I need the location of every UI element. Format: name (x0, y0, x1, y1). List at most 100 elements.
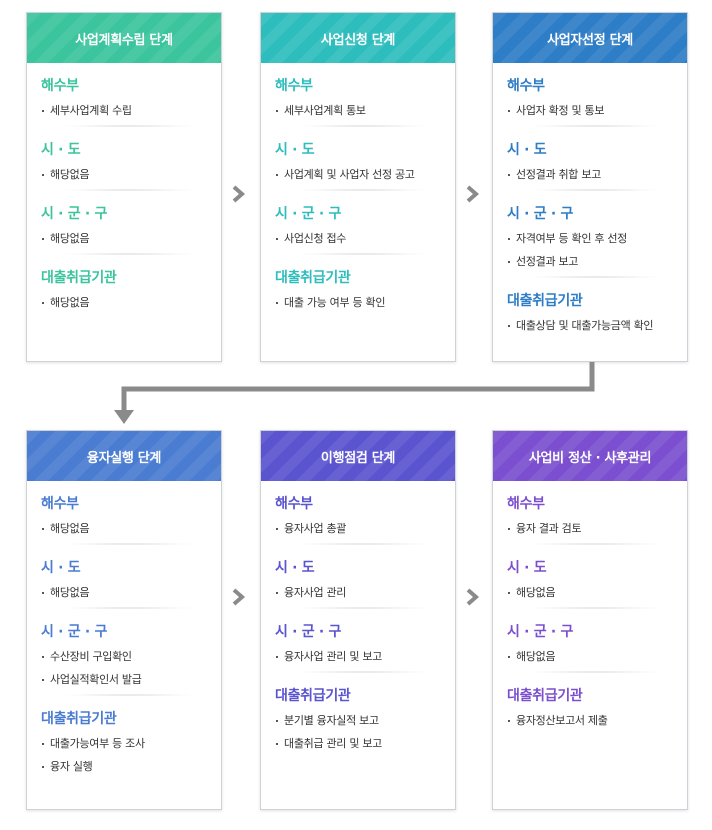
chevron-right-icon (232, 185, 246, 203)
role-title: 해수부 (41, 496, 79, 512)
task-item: 분기별 융자실적 보고 (275, 712, 441, 729)
section-divider (65, 125, 193, 127)
section-divider (299, 189, 427, 191)
task-item: 대출상담 및 대출가능금액 확인 (507, 317, 673, 334)
task-item: 융자 실행 (41, 758, 207, 775)
role-title: 시 · 도 (41, 560, 81, 576)
task-item: 해당없음 (41, 230, 207, 247)
stage-title: 사업자선정 단계 (493, 13, 687, 63)
task-item: 융자사업 총괄 (275, 520, 441, 537)
task-item: 사업신청 접수 (275, 230, 441, 247)
task-item: 융자사업 관리 및 보고 (275, 648, 441, 665)
role-title: 해수부 (275, 78, 313, 94)
task-item: 세부사업계획 수립 (41, 102, 207, 119)
role-title: 시 · 도 (275, 560, 315, 576)
stage-title: 융자실행 단계 (27, 431, 221, 481)
stage-title: 사업계획수립 단계 (27, 13, 221, 63)
section-divider (299, 253, 427, 255)
role-title: 해수부 (275, 496, 313, 512)
task-item: 해당없음 (41, 584, 207, 601)
chevron-right-icon (232, 588, 246, 606)
task-item: 선정결과 보고 (507, 253, 673, 270)
section-divider (531, 607, 659, 609)
task-item: 수산장비 구입확인 (41, 648, 207, 665)
section-divider (299, 607, 427, 609)
role-title: 해수부 (507, 78, 545, 94)
role-title: 대출취급기관 (275, 270, 351, 286)
task-item: 사업계획 및 사업자 선정 공고 (275, 166, 441, 183)
task-item: 사업자 확정 및 통보 (507, 102, 673, 119)
section-divider (65, 694, 193, 696)
role-title: 시 · 도 (275, 142, 315, 158)
role-title: 대출취급기관 (41, 270, 117, 286)
stage-title: 이행점검 단계 (261, 431, 455, 481)
role-title: 대출취급기관 (41, 711, 117, 727)
role-title: 시 · 군 · 구 (275, 206, 342, 222)
role-title: 대출취급기관 (507, 293, 583, 309)
role-title: 시 · 군 · 구 (507, 624, 574, 640)
section-divider (65, 607, 193, 609)
role-title: 시 · 도 (507, 142, 547, 158)
section-divider (65, 543, 193, 545)
role-title: 시 · 군 · 구 (507, 206, 574, 222)
stage-title: 사업비 정산 · 사후관리 (493, 431, 687, 481)
task-item: 해당없음 (41, 294, 207, 311)
section-divider (531, 543, 659, 545)
section-divider (299, 671, 427, 673)
role-title: 해수부 (507, 496, 545, 512)
task-item: 해당없음 (507, 648, 673, 665)
role-title: 시 · 군 · 구 (275, 624, 342, 640)
task-item: 융자사업 관리 (275, 584, 441, 601)
role-title: 시 · 군 · 구 (41, 206, 108, 222)
role-title: 시 · 도 (507, 560, 547, 576)
section-divider (531, 189, 659, 191)
role-title: 해수부 (41, 78, 79, 94)
section-divider (531, 671, 659, 673)
section-divider (65, 189, 193, 191)
task-item: 융자 결과 검토 (507, 520, 673, 537)
task-item: 대출 가능 여부 등 확인 (275, 294, 441, 311)
task-item: 해당없음 (41, 520, 207, 537)
section-divider (531, 125, 659, 127)
task-item: 해당없음 (41, 166, 207, 183)
chevron-right-icon (466, 185, 480, 203)
stage-title: 사업신청 단계 (261, 13, 455, 63)
task-item: 융자정산보고서 제출 (507, 712, 673, 729)
section-divider (531, 276, 659, 278)
role-title: 대출취급기관 (507, 688, 583, 704)
role-title: 시 · 군 · 구 (41, 624, 108, 640)
